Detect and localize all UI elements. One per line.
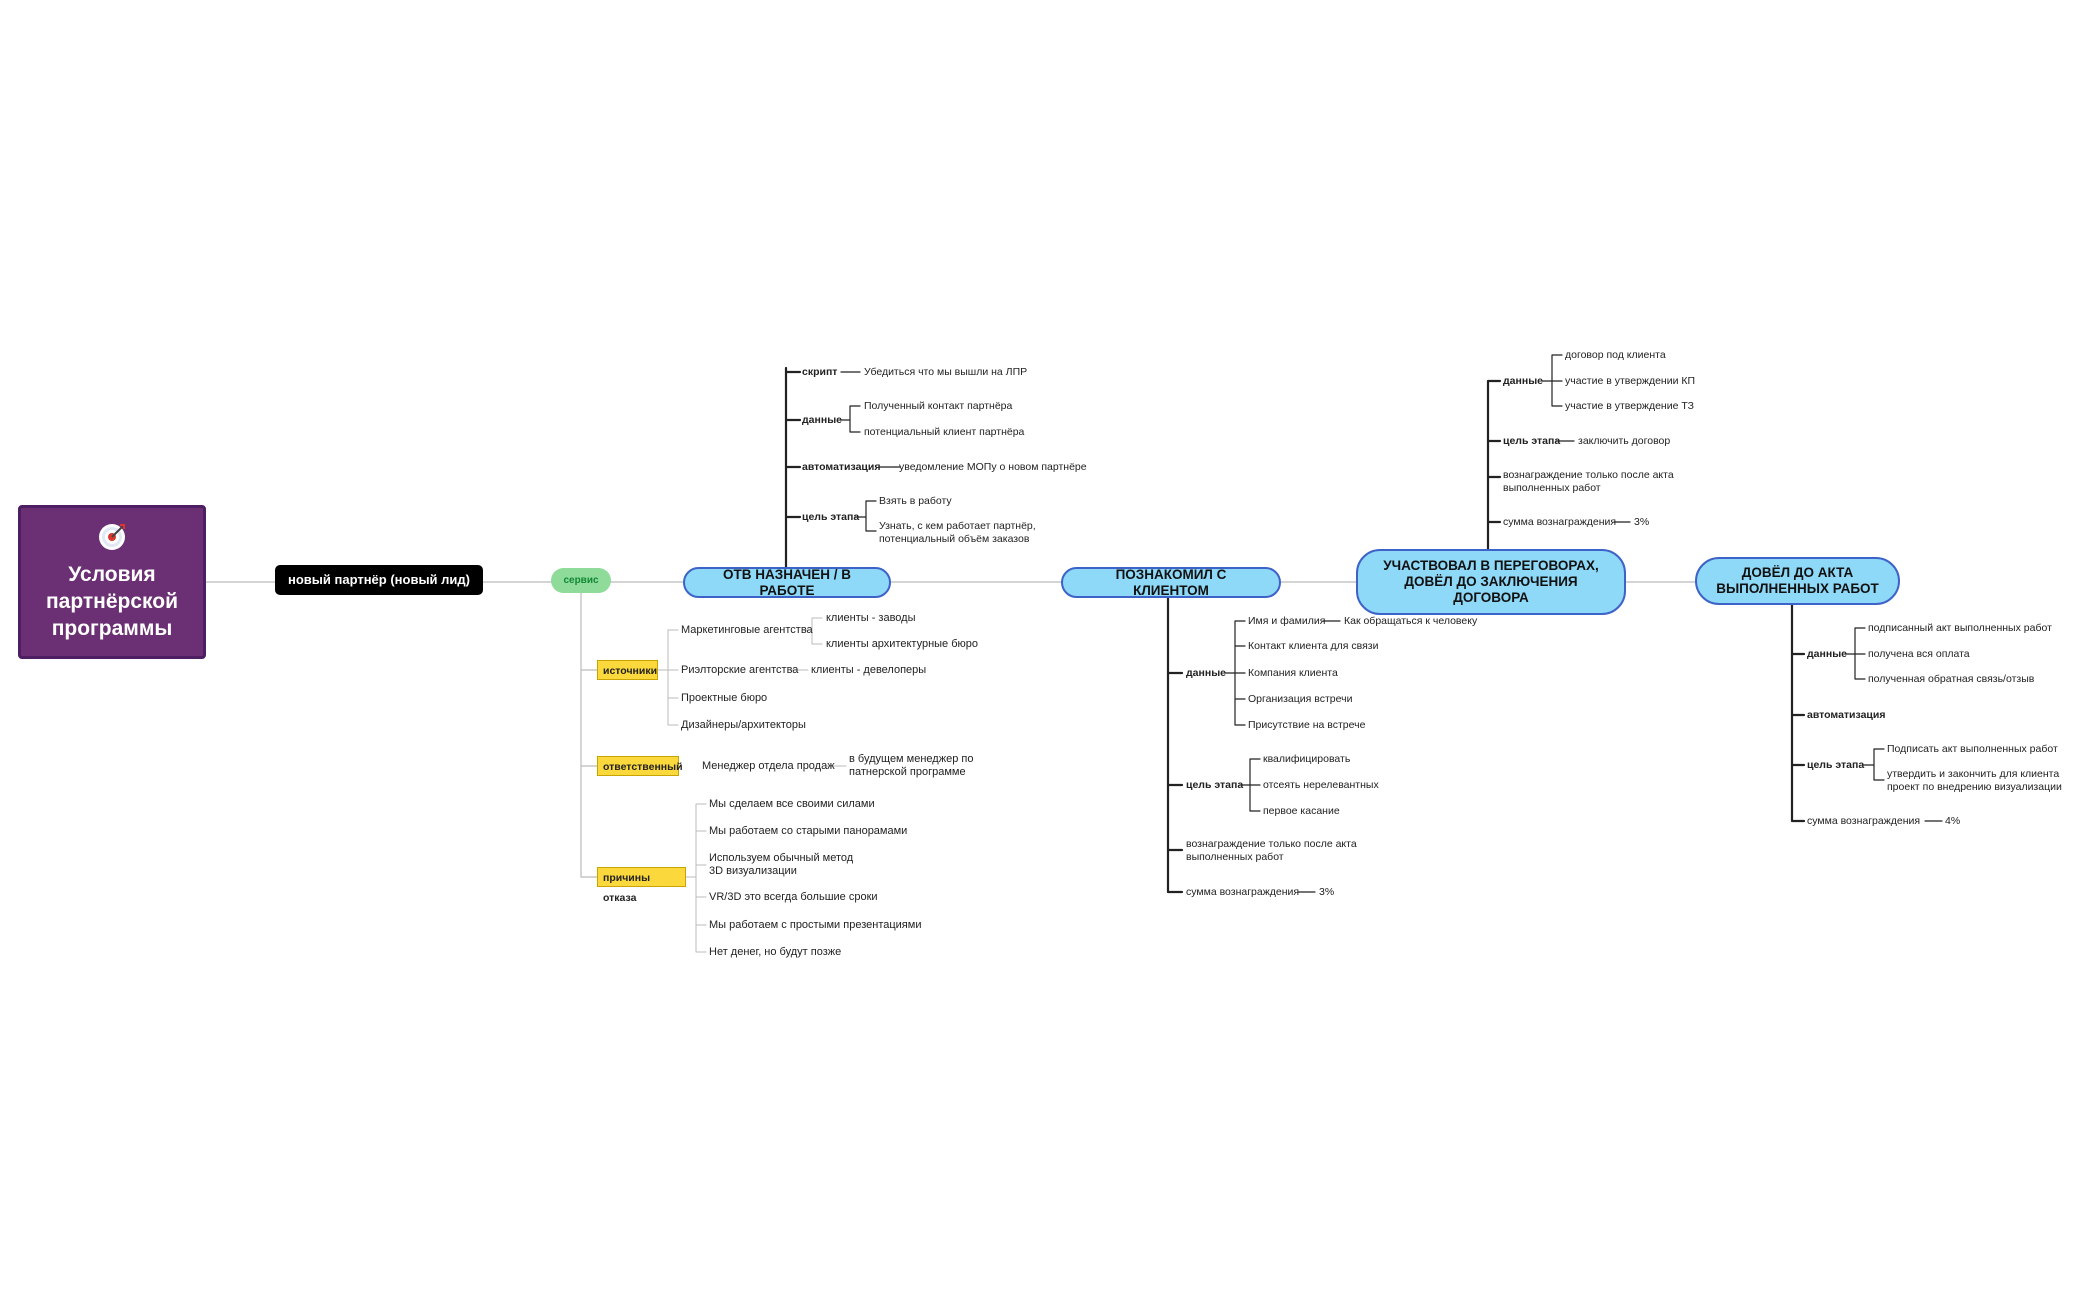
stage2-data-item[interactable]: Присутствие на встрече [1248, 719, 1366, 731]
stage1-automation-label[interactable]: автоматизация [802, 461, 881, 473]
stage2-reward-value[interactable]: 3% [1319, 886, 1335, 898]
stage1-data-label[interactable]: данные [802, 414, 842, 426]
stage4-goal-item[interactable]: утвердить и закончить для клиента проект… [1887, 768, 2062, 793]
responsible-item[interactable]: Менеджер отдела продаж [702, 760, 835, 772]
refusal-item[interactable]: Мы сделаем все своими силами [709, 798, 875, 810]
stage3-reward-note[interactable]: вознаграждение только после акта выполне… [1503, 469, 1674, 494]
stage4-reward-value[interactable]: 4% [1945, 815, 1961, 827]
stage3-data-item[interactable]: участие в утверждении КП [1565, 375, 1696, 387]
stage3-data-item[interactable]: договор под клиента [1565, 349, 1666, 361]
stage1-automation-value[interactable]: уведомление МОПу о новом партнёре [899, 461, 1087, 473]
stage-assigned-node[interactable]: ОТВ НАЗНАЧЕН / В РАБОТЕ [683, 567, 891, 598]
stage4-data-label[interactable]: данные [1807, 648, 1847, 660]
source-item[interactable]: Маркетинговые агентства [681, 624, 813, 636]
stage2-data-item[interactable]: Компания клиента [1248, 667, 1338, 679]
refusal-item[interactable]: Используем обычный метод 3D визуализации [709, 852, 854, 877]
stage2-data-item[interactable]: Контакт клиента для связи [1248, 640, 1379, 652]
stage2-goal-item[interactable]: отсеять нерелевантных [1263, 779, 1379, 791]
stage3-data-item[interactable]: участие в утверждение ТЗ [1565, 400, 1694, 412]
refusal-item[interactable]: Нет денег, но будут позже [709, 946, 842, 958]
stage2-data-item[interactable]: Организация встречи [1248, 693, 1353, 705]
stage1-goal-item[interactable]: Взять в работу [879, 495, 952, 507]
stage2-data-item[interactable]: Имя и фамилия [1248, 615, 1326, 627]
target-icon [99, 524, 125, 550]
stage1-script-label[interactable]: скрипт [802, 366, 838, 378]
stage1-goal-item[interactable]: Узнать, с кем работает партнёр, потенциа… [879, 520, 1036, 545]
stage-negotiations-node[interactable]: УЧАСТВОВАЛ В ПЕРЕГОВОРАХ, ДОВЁЛ ДО ЗАКЛЮ… [1356, 549, 1626, 615]
stage3-data-label[interactable]: данные [1503, 375, 1543, 387]
stage4-automation-label[interactable]: автоматизация [1807, 709, 1886, 721]
source-subitem[interactable]: клиенты архитектурные бюро [826, 638, 979, 650]
sources-node[interactable]: источники [597, 660, 658, 680]
lead-node[interactable]: новый партнёр (новый лид) [275, 565, 483, 595]
stage2-goal-label[interactable]: цель этапа [1186, 779, 1244, 791]
root-node[interactable]: Условия партнёрской программы [18, 505, 206, 659]
stage2-reward-label[interactable]: сумма вознаграждения [1186, 886, 1300, 898]
stage4-data-item[interactable]: подписанный акт выполненных работ [1868, 622, 2052, 634]
refusal-item[interactable]: Мы работаем со старыми панорамами [709, 825, 908, 837]
stage2-data-note[interactable]: Как обращаться к человеку [1344, 615, 1478, 627]
stage1-data-item[interactable]: Полученный контакт партнёра [864, 400, 1013, 412]
stage-met-client-node[interactable]: ПОЗНАКОМИЛ С КЛИЕНТОМ [1061, 567, 1281, 598]
service-node[interactable]: сервис [551, 568, 611, 593]
responsible-subitem[interactable]: в будущем менеджер по патнерской програм… [849, 753, 974, 778]
root-title: Условия партнёрской программы [45, 563, 179, 640]
stage4-goal-item[interactable]: Подписать акт выполненных работ [1887, 743, 2058, 755]
stage1-goal-label[interactable]: цель этапа [802, 511, 860, 523]
stage-completion-act-node[interactable]: ДОВЁЛ ДО АКТА ВЫПОЛНЕННЫХ РАБОТ [1695, 557, 1900, 605]
stage4-goal-label[interactable]: цель этапа [1807, 759, 1865, 771]
refusal-item[interactable]: Мы работаем с простыми презентациями [709, 919, 922, 931]
source-item[interactable]: Проектные бюро [681, 692, 768, 704]
stage1-script-value[interactable]: Убедиться что мы вышли на ЛПР [864, 366, 1028, 378]
stage3-reward-value[interactable]: 3% [1634, 516, 1650, 528]
stage3-reward-label[interactable]: сумма вознаграждения [1503, 516, 1617, 528]
stage2-goal-item[interactable]: первое касание [1263, 805, 1340, 817]
stage1-data-item[interactable]: потенциальный клиент партнёра [864, 426, 1025, 438]
source-subitem[interactable]: клиенты - девелоперы [811, 664, 927, 676]
stage4-data-item[interactable]: полученная обратная связь/отзыв [1868, 673, 2035, 685]
source-item[interactable]: Дизайнеры/архитекторы [681, 719, 806, 731]
refusal-item[interactable]: VR/3D это всегда большие сроки [709, 891, 878, 903]
responsible-node[interactable]: ответственный [597, 756, 683, 776]
stage3-goal-value[interactable]: заключить договор [1578, 435, 1671, 447]
stage4-data-item[interactable]: получена вся оплата [1868, 648, 1970, 660]
refusal-node[interactable]: причины отказа [597, 867, 686, 904]
stage4-reward-label[interactable]: сумма вознаграждения [1807, 815, 1921, 827]
source-item[interactable]: Риэлторские агентства [681, 664, 799, 676]
source-subitem[interactable]: клиенты - заводы [826, 612, 916, 624]
stage3-goal-label[interactable]: цель этапа [1503, 435, 1561, 447]
stage2-reward-note[interactable]: вознаграждение только после акта выполне… [1186, 838, 1357, 863]
stage2-data-label[interactable]: данные [1186, 667, 1226, 679]
stage2-goal-item[interactable]: квалифицировать [1263, 753, 1351, 765]
